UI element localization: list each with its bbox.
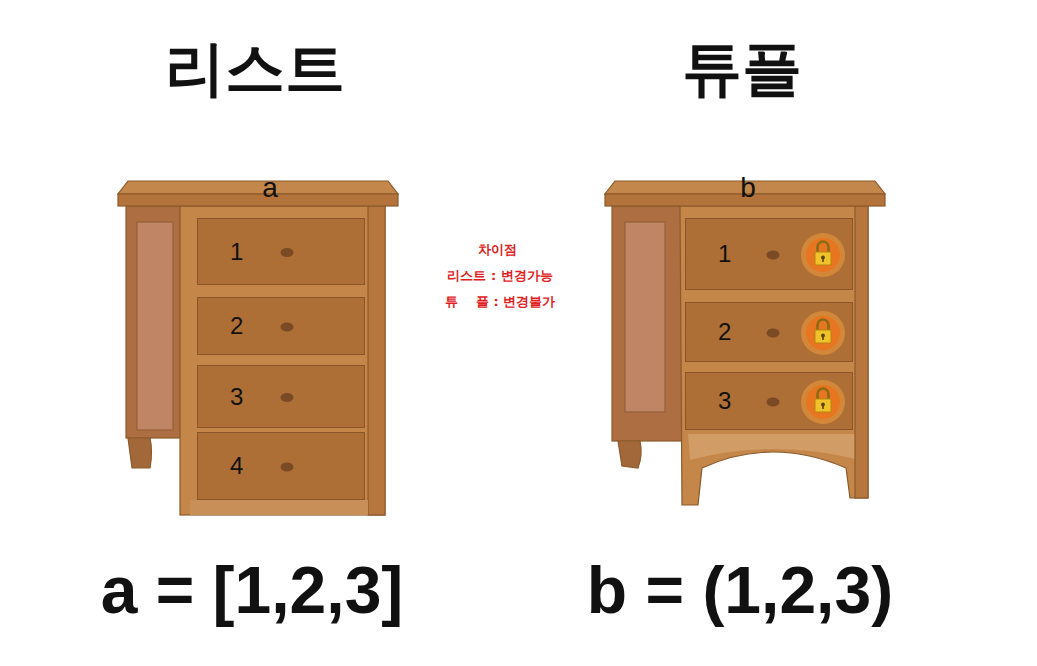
cabinet-name: b	[740, 172, 756, 204]
drawer-number: 3	[718, 387, 731, 415]
drawer-knob	[281, 463, 294, 472]
drawer-box: 2	[685, 302, 853, 362]
drawer-box: 1	[197, 218, 365, 285]
drawer-hardware	[198, 433, 366, 501]
drawer-knob	[281, 393, 294, 402]
drawer-box: 4	[197, 432, 365, 500]
drawer-box: 3	[685, 372, 853, 430]
drawer-number: 4	[230, 452, 243, 480]
drawer-number: 2	[718, 318, 731, 346]
drawer-hardware	[686, 303, 854, 363]
drawer-knob	[767, 251, 780, 260]
drawer-hardware	[686, 219, 854, 291]
cabinet-box: a 1 2 3 4	[175, 168, 365, 513]
drawer-box: 1	[685, 218, 853, 290]
drawer-hardware	[198, 298, 366, 356]
note: 리스트 : 변경가능	[447, 269, 552, 283]
heading: 튜플	[682, 35, 802, 101]
drawer-number: 3	[230, 383, 243, 411]
drawer-hardware	[198, 366, 366, 429]
cabinet-box: b 1 2 3	[640, 168, 856, 488]
drawer-knob	[281, 248, 294, 257]
drawer-box: 2	[197, 297, 365, 355]
code-line: b = (1,2,3)	[587, 554, 893, 627]
drawer-hardware	[198, 219, 366, 286]
lock-icon	[801, 311, 845, 355]
cabinet-b-body	[605, 181, 885, 505]
drawer-number: 1	[230, 238, 243, 266]
note: 튜 플 : 변경불가	[445, 295, 555, 309]
drawer-hardware	[686, 373, 854, 431]
drawer-knob	[767, 329, 780, 338]
lock-icon	[801, 380, 845, 424]
cabinet-a-body	[118, 181, 398, 515]
lock-icon	[801, 233, 845, 277]
drawer-number: 1	[718, 240, 731, 268]
heading: 리스트	[165, 35, 345, 101]
note: 차이점	[478, 243, 517, 257]
drawer-knob	[767, 398, 780, 407]
drawer-number: 2	[230, 312, 243, 340]
drawer-box: 3	[197, 365, 365, 428]
drawer-knob	[281, 323, 294, 332]
code-line: a = [1,2,3]	[101, 554, 404, 627]
cabinet-name: a	[262, 172, 278, 204]
